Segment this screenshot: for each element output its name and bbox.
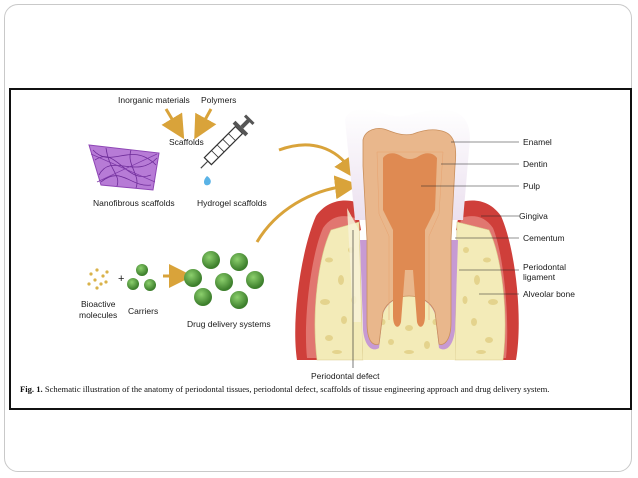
label-scaffolds: Scaffolds [169, 137, 204, 147]
label-periodontal-defect: Periodontal defect [311, 371, 380, 381]
figure-panel: Inorganic materials Polymers Scaffolds N… [9, 88, 632, 410]
tooth-anatomy-illustration [295, 108, 519, 361]
arrow-scaffolds-to-defect [278, 143, 358, 180]
arrow-polymers-to-scaffolds [194, 108, 217, 140]
label-dentin: Dentin [523, 159, 548, 169]
drug-delivery-systems-icon [184, 251, 264, 309]
label-carriers: Carriers [128, 306, 158, 316]
label-drug-delivery-systems: Drug delivery systems [187, 319, 271, 329]
label-periodontal-ligament-line2: ligament [523, 272, 556, 282]
nanofibrous-scaffold-icon [88, 144, 160, 191]
label-hydrogel-scaffolds: Hydrogel scaffolds [197, 198, 267, 208]
hydrogel-drop-icon [203, 176, 211, 186]
label-alveolar-bone: Alveolar bone [523, 289, 575, 299]
carriers-icon [127, 264, 156, 291]
figure-caption: Fig. 1. Schematic illustration of the an… [20, 384, 620, 394]
label-cementum: Cementum [523, 233, 565, 243]
periodontal-defect-region [347, 208, 361, 322]
caption-prefix: Fig. 1. [20, 384, 43, 394]
label-bioactive-line1: Bioactive [81, 299, 116, 309]
label-gingiva: Gingiva [519, 211, 548, 221]
caption-text: Schematic illustration of the anatomy of… [42, 384, 550, 394]
label-nanofibrous-scaffolds: Nanofibrous scaffolds [93, 198, 175, 208]
label-bioactive-line2: molecules [79, 310, 117, 320]
pulp [383, 153, 437, 327]
label-polymers: Polymers [201, 95, 236, 105]
label-inorganic-materials: Inorganic materials [118, 95, 190, 105]
arrow-inorganic-to-scaffolds [161, 108, 185, 140]
label-enamel: Enamel [523, 137, 552, 147]
periodontal-diagram: Inorganic materials Polymers Scaffolds N… [79, 95, 575, 381]
syringe-icon [200, 114, 255, 169]
alveolar-bone-right [454, 221, 506, 361]
label-pulp: Pulp [523, 181, 540, 191]
leader-lines [352, 141, 519, 368]
plus-sign: + [118, 273, 124, 285]
label-periodontal-ligament-line1: Periodontal [523, 262, 566, 272]
arrow-drug-delivery-to-defect [255, 175, 359, 243]
bioactive-molecules-icon [87, 268, 109, 290]
